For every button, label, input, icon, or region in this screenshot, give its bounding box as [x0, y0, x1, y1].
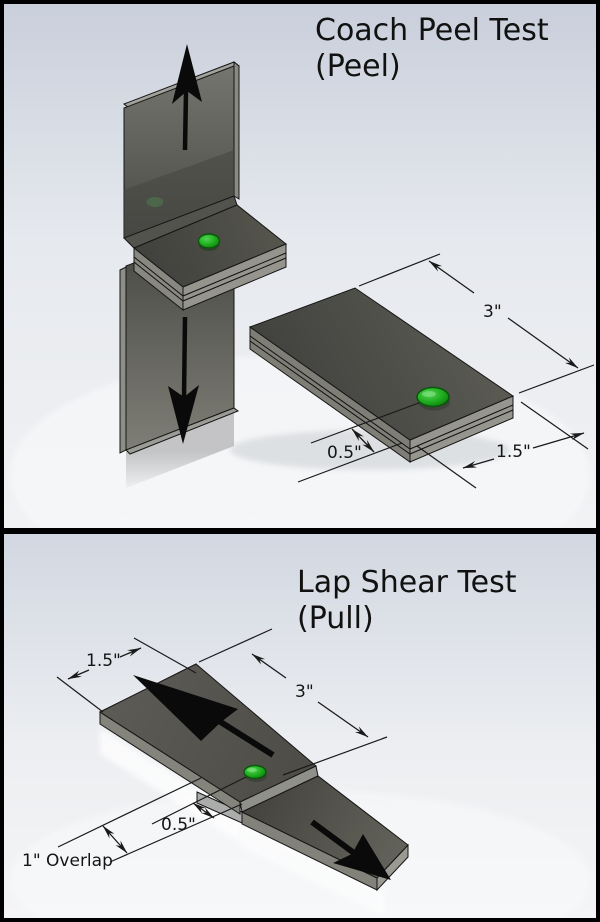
coach-peel-figure: Coach Peel Test (Peel) [4, 4, 596, 528]
overlap-dim-line [102, 825, 128, 854]
up-force-arrow-head [172, 44, 202, 104]
flange-seen-through-web [124, 150, 234, 238]
extension-line [109, 803, 243, 863]
pull-arrow-up-left-head [133, 675, 238, 741]
length-dim-line [507, 317, 579, 369]
floor-reflection [240, 822, 385, 916]
down-force-arrow-shaft [181, 316, 188, 399]
pull-arrow-down-right-head [333, 834, 391, 880]
peel-title-line2: (Peel) [315, 49, 401, 84]
spot-weld-nugget [416, 386, 450, 408]
overlap-dim-label: 1" Overlap [22, 851, 113, 871]
offset-dim-line [351, 428, 375, 453]
upper-web-right-edge [233, 60, 240, 200]
lower-web-left-edge [119, 266, 127, 454]
flange-stack-right-face [182, 243, 287, 311]
extension-line [518, 364, 595, 394]
extension-line [198, 628, 273, 663]
weld-highlight [247, 767, 257, 773]
extension-line [358, 253, 441, 287]
extension-line [310, 400, 425, 444]
weld-highlight [422, 391, 436, 397]
pull-arrow-up-left-shaft [217, 718, 275, 758]
width-dim-label: 1.5" [86, 651, 121, 671]
lap-shear-figure: Lap Shear Test (Pull) 1.5" 3 [4, 534, 596, 918]
length-dim-line [317, 701, 369, 738]
shear-title-line1: Lap Shear Test [297, 565, 517, 600]
width-dim-line [462, 458, 495, 469]
length-dim-label: 3" [483, 302, 502, 322]
pull-arrow-down-right-shaft [310, 819, 356, 856]
weld-dimple-through-web [146, 197, 164, 207]
shear-title-line2: (Pull) [297, 601, 374, 636]
coach-peel-specimen [119, 44, 287, 488]
coach-peel-panel: Coach Peel Test (Peel) [4, 4, 596, 528]
width-dim-line [67, 669, 90, 680]
width-dim-line [119, 647, 142, 658]
spot-weld-nugget [243, 764, 267, 780]
coupon-seam-lines [249, 335, 514, 455]
extension-line [56, 676, 104, 713]
spot-weld-nugget [197, 233, 221, 249]
floor-reflection [126, 410, 234, 488]
offset-dim-label: 0.5" [161, 815, 196, 835]
width-dim-line [532, 432, 585, 449]
length-dim-line [251, 653, 287, 679]
length-dim-label: 3" [295, 682, 314, 702]
extension-line [520, 401, 589, 450]
up-force-arrow-shaft [182, 90, 189, 151]
extension-line [416, 445, 477, 489]
offset-dim-label: 0.5" [327, 443, 362, 463]
offset-dim-line [192, 802, 215, 819]
lap-shear-panel: Lap Shear Test (Pull) 1.5" 3 [4, 534, 596, 918]
extension-line [297, 442, 403, 483]
extension-line [57, 777, 202, 848]
extension-line [151, 776, 247, 825]
shear-dimensions: 1.5" 3" 0.5" 1" Overlap [22, 628, 388, 871]
extension-line [282, 736, 388, 776]
sheet-seam-lines [133, 252, 287, 302]
peel-title-line1: Coach Peel Test [315, 13, 549, 48]
length-dim-line [428, 260, 475, 294]
peel-dimensions: 3" 1.5" 0.5" [297, 253, 595, 489]
down-force-arrow-head [168, 385, 199, 444]
extension-line [133, 637, 197, 674]
width-dim-label: 1.5" [496, 442, 531, 462]
